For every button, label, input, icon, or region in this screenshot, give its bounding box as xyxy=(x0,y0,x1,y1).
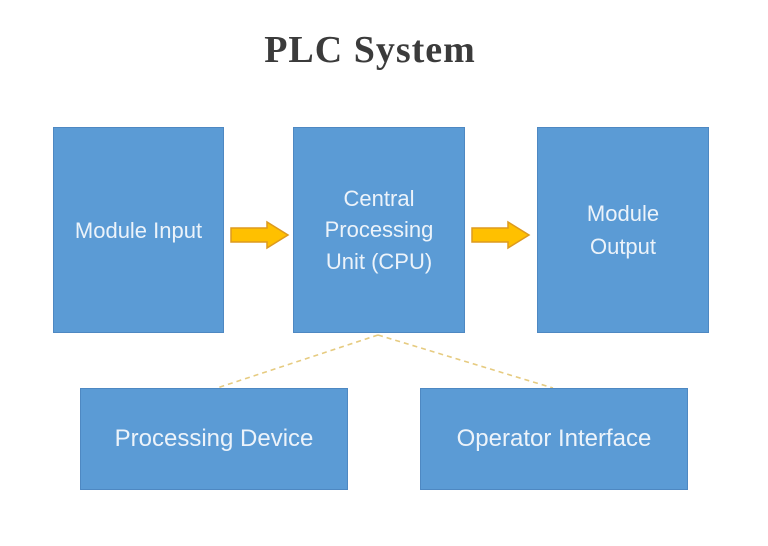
block-module-output-label: Module Output xyxy=(586,201,660,259)
block-module-input-label: Module Input xyxy=(74,217,203,243)
block-operator-interface-label: Operator Interface xyxy=(456,425,652,452)
input-to-cpu-arrow xyxy=(230,220,290,250)
block-module-output: Module Output xyxy=(537,127,709,333)
cpu-to-processing-device-connector xyxy=(216,334,379,389)
cpu-to-output-arrow xyxy=(471,220,531,250)
block-operator-interface: Operator Interface xyxy=(420,388,688,490)
cpu-to-operator-interface-connector xyxy=(377,334,554,389)
block-processing-device: Processing Device xyxy=(80,388,348,490)
block-module-input: Module Input xyxy=(53,127,224,333)
block-processing-device-label: Processing Device xyxy=(114,425,314,452)
block-cpu-label: Central Processing Unit (CPU) xyxy=(324,186,434,274)
diagram-title: PLC System xyxy=(264,29,476,71)
block-cpu: Central Processing Unit (CPU) xyxy=(293,127,465,333)
